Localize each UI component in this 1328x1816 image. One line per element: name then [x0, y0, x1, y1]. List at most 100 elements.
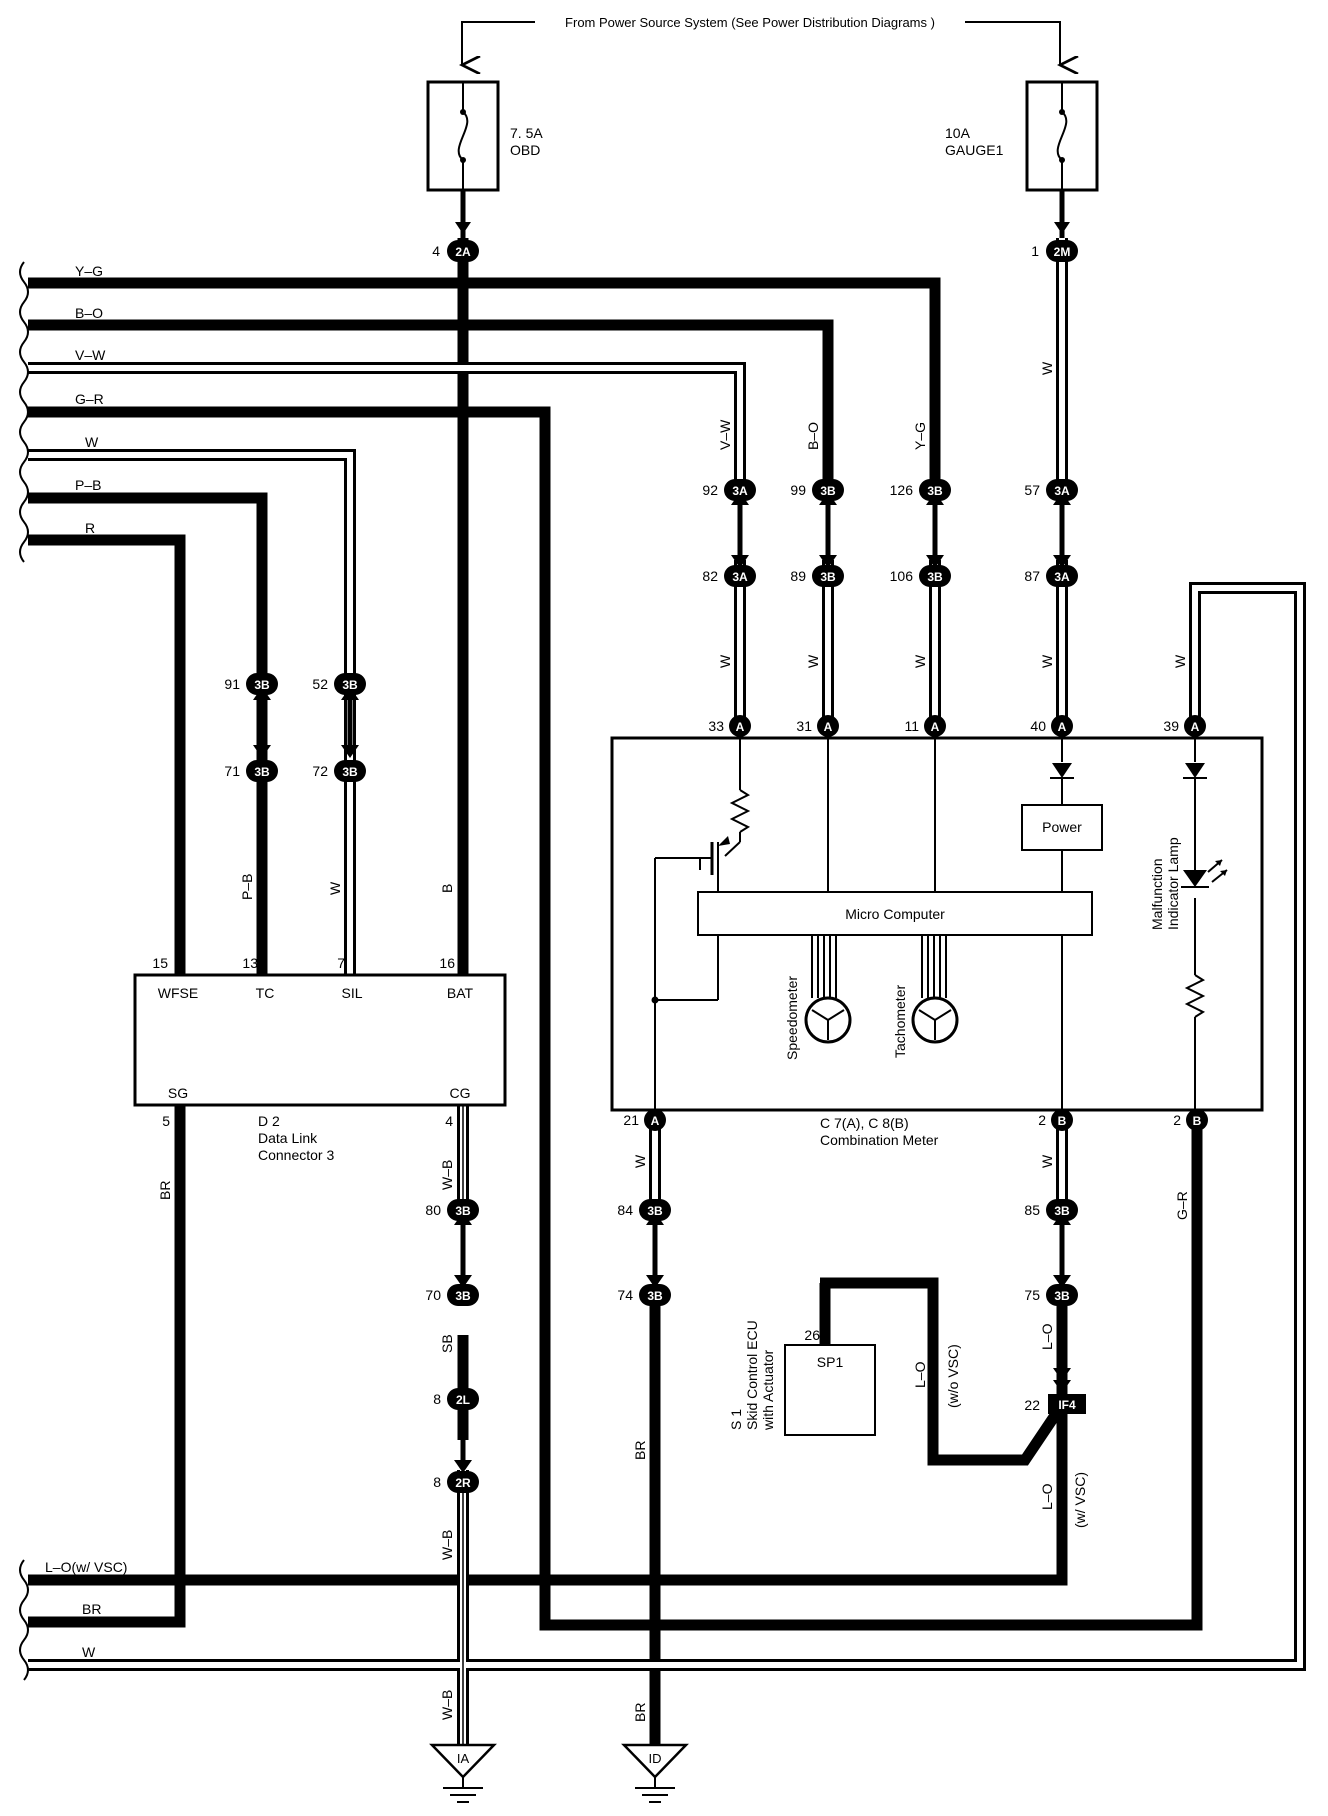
power-source: From Power Source System (See Power Dist…	[462, 15, 1060, 65]
connector-id: 3B	[647, 1289, 663, 1303]
wire-g-r	[28, 406, 1203, 1631]
meter-pin-21: A 21	[623, 1109, 666, 1131]
connector-pin: 74	[617, 1287, 633, 1303]
dlc-pin: 5	[162, 1113, 170, 1129]
pin-number: 40	[1030, 718, 1046, 734]
pin-number: 2	[1038, 1112, 1046, 1128]
pin-id: A	[824, 720, 833, 734]
ecu-name: Skid Control ECU	[744, 1320, 760, 1430]
wire-label: BR	[632, 1441, 648, 1460]
connector-2a: 2A 4	[432, 240, 479, 262]
connector-id: 3A	[1054, 570, 1070, 584]
fuse-gauge-name: GAUGE1	[945, 142, 1004, 158]
connector-pin: 4	[432, 243, 440, 259]
ecu-name: S 1	[728, 1409, 744, 1430]
connector-id: 3B	[1054, 1289, 1070, 1303]
connector-pin: 82	[702, 568, 718, 584]
wire-label: W	[1039, 1154, 1055, 1168]
speedometer-label: Speedometer	[784, 976, 800, 1060]
connector-pin: 57	[1024, 482, 1040, 498]
tachometer-label: Tachometer	[892, 985, 908, 1058]
dlc-pin: 7	[337, 955, 345, 971]
connector-pin: 84	[617, 1202, 633, 1218]
dlc-pin: 13	[242, 955, 258, 971]
connector-pin: 106	[890, 568, 914, 584]
connector-pin: 99	[790, 482, 806, 498]
wire-label: L–O	[912, 1361, 928, 1388]
connector-id: 2L	[456, 1393, 470, 1407]
connector-pin: 89	[790, 568, 806, 584]
fuse-obd: 7. 5A OBD	[426, 80, 543, 192]
meter-pin-2b: B 2	[1038, 1109, 1073, 1131]
connector-106: 3B 106	[890, 565, 951, 587]
speedometer-gauge	[804, 935, 852, 1044]
ecu-name: with Actuator	[760, 1350, 776, 1431]
wire-label: V–W	[717, 419, 733, 450]
connector-2r: 2R 8	[433, 1471, 479, 1493]
meter-pin-40: A 40	[1030, 715, 1073, 737]
connector-52: 3B 52	[312, 673, 366, 695]
connector-71: 3B 71	[224, 760, 278, 782]
wire-label: W–B	[439, 1690, 455, 1720]
wire-b-o	[28, 319, 834, 480]
wire-label: W	[912, 654, 928, 668]
pin-id: A	[736, 720, 745, 734]
dlc-pin: 15	[152, 955, 168, 971]
meter-pin-33: A 33	[708, 715, 751, 737]
wire-label: (w/ VSC)	[1072, 1472, 1088, 1528]
power-label: Power	[1042, 819, 1082, 835]
connector-pin: 70	[425, 1287, 441, 1303]
wire-y-g	[28, 277, 941, 480]
pin-number: 39	[1163, 718, 1179, 734]
wire-p-b	[28, 492, 268, 975]
connector-pin: 8	[433, 1474, 441, 1490]
connector-pin: 1	[1031, 243, 1039, 259]
dlc-terminal: TC	[256, 985, 275, 1001]
wire-label: W	[1039, 654, 1055, 668]
pin-id: A	[651, 1114, 660, 1128]
connector-57: 3A 57	[1024, 479, 1078, 501]
pin-number: 33	[708, 718, 724, 734]
dlc-terminal: CG	[450, 1085, 471, 1101]
connector-pin: 92	[702, 482, 718, 498]
left-wire-label: B–O	[75, 305, 103, 321]
fuse-gauge: 10A GAUGE1	[945, 80, 1099, 192]
connector-pin: 71	[224, 763, 240, 779]
connector-id: 3B	[342, 678, 358, 692]
connector-id: 3B	[927, 570, 943, 584]
left-wire-label: L–O(w/ VSC)	[45, 1559, 127, 1575]
dlc-terminal: WFSE	[158, 985, 198, 1001]
connector-pin: 8	[433, 1391, 441, 1407]
skid-control-ecu: 26 SP1 S 1 Skid Control ECU with Actuato…	[728, 1283, 876, 1436]
left-wire-label: V–W	[75, 347, 106, 363]
connector-89: 3B 89	[790, 565, 844, 587]
connector-id: 3B	[647, 1204, 663, 1218]
left-wire-label: W	[82, 1644, 96, 1660]
fuse-obd-name: OBD	[510, 142, 540, 158]
data-link-connector: 15 13 7 16 WFSE TC SIL BAT SG CG 5 4 D 2…	[133, 955, 507, 1163]
ground-id: ID	[621, 1743, 689, 1803]
left-wire-label: G–R	[75, 391, 104, 407]
meter-pin-2b-gr: B 2	[1173, 1109, 1208, 1131]
pin-id: B	[1058, 1114, 1067, 1128]
wire-label: SB	[439, 1334, 455, 1353]
wire-label: BR	[157, 1181, 173, 1200]
dlc-name: Connector 3	[258, 1147, 334, 1163]
connector-id: 3B	[1054, 1204, 1070, 1218]
dlc-pin: 4	[445, 1113, 453, 1129]
left-wire-label: W	[85, 434, 99, 450]
meter-name: C 7(A), C 8(B)	[820, 1115, 909, 1131]
wire-lo-vsc	[28, 1405, 1068, 1586]
wire-label: B	[439, 884, 455, 893]
connector-pin: 80	[425, 1202, 441, 1218]
connector-id: 2A	[455, 245, 471, 259]
connector-pin: 126	[890, 482, 914, 498]
dlc-pin: 16	[439, 955, 455, 971]
pin-number: 11	[904, 718, 919, 734]
connector-id: 3A	[732, 570, 748, 584]
wire-label: G–R	[1174, 1191, 1190, 1220]
dlc-terminal: SIL	[341, 985, 362, 1001]
wire-breaks-left	[19, 261, 29, 1681]
ground-ia: IA	[429, 1743, 497, 1803]
